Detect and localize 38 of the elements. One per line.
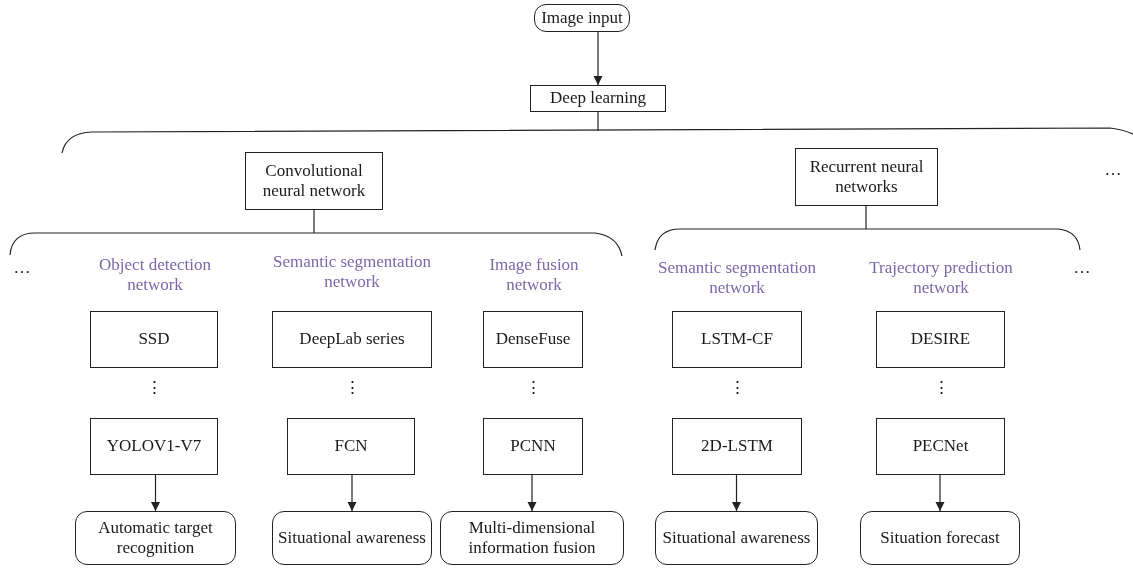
vertical-ellipsis: ⋮ [523,378,543,399]
process-box: 2D-LSTM [672,418,802,475]
process-box: Recurrent neural networks [795,148,938,206]
process-box: Convolutional neural network [245,152,383,210]
rounded-box: Situational awareness [272,511,432,565]
rounded-box: Situational awareness [655,511,818,565]
process-box: PCNN [483,418,583,475]
process-box: SSD [90,311,218,368]
rounded-box: Image input [534,4,630,32]
category-label: Semantic segmentation network [656,258,818,299]
vertical-ellipsis: ⋮ [144,378,164,399]
category-label: Semantic segmentation network [271,252,433,293]
arrow [347,474,357,512]
process-box: PECNet [876,418,1005,475]
process-box: LSTM-CF [672,311,802,368]
ellipsis: … [1072,258,1092,279]
ellipsis: … [12,258,32,279]
ellipsis: … [1103,160,1123,181]
process-box: FCN [287,418,415,475]
vertical-ellipsis: ⋮ [727,378,747,399]
arrow [151,474,160,512]
category-label: Trajectory prediction network [868,258,1014,299]
category-label: Image fusion network [488,255,580,296]
process-box: DenseFuse [483,311,583,368]
arrow [935,474,945,512]
rounded-box: Multi-dimensional information fusion [440,511,624,565]
vertical-ellipsis: ⋮ [931,378,951,399]
arrow [732,474,741,512]
arrow [527,474,537,512]
category-label: Object detection network [98,255,212,296]
process-box: YOLOV1-V7 [90,418,218,475]
arrow [593,31,603,86]
process-box: DESIRE [876,311,1005,368]
rounded-box: Automatic target recognition [75,511,236,565]
process-box: Deep learning [530,85,666,112]
rounded-box: Situation forecast [860,511,1020,565]
process-box: DeepLab series [272,311,432,368]
vertical-ellipsis: ⋮ [342,378,362,399]
